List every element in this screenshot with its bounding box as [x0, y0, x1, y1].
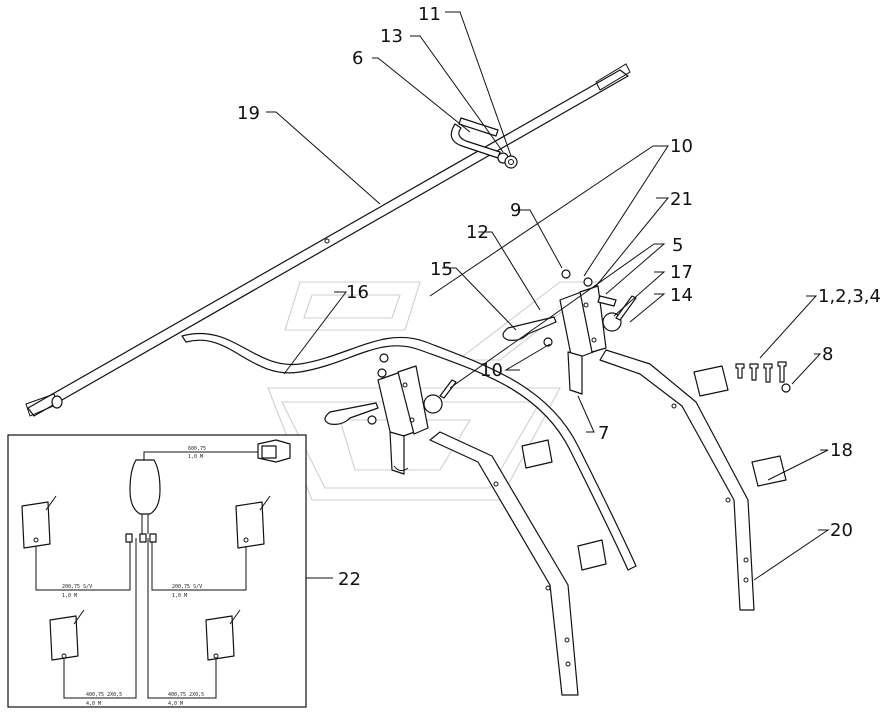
- callout-7: 7: [598, 423, 609, 444]
- cable-w1-spec: 600,75: [188, 446, 206, 452]
- arm-center: [429, 431, 579, 696]
- callout-11: 11: [418, 4, 441, 25]
- callout-10b: 10: [480, 360, 503, 381]
- callout-21: 21: [670, 189, 693, 210]
- cable-w5-length: 4,0 M: [168, 701, 183, 707]
- callout-19: 19: [237, 103, 260, 124]
- callout-18: 18: [830, 440, 853, 461]
- nut-11: [504, 155, 518, 169]
- callout-10a: 10: [670, 136, 693, 157]
- callouts: 11 13 6 19 10 21 9 12 15 5 17 14 16 1,2,…: [237, 4, 881, 590]
- callout-6: 6: [352, 48, 363, 69]
- callout-17: 17: [670, 262, 693, 283]
- callout-22: 22: [338, 569, 361, 590]
- clamp-18: [521, 365, 787, 571]
- arm-20: [599, 349, 755, 611]
- inset-wiring-22: 600,75 1,0 M 200,75 S/V 1,0 M 200,75 S/V…: [7, 434, 307, 708]
- callout-15: 15: [430, 259, 453, 280]
- leader-lines: [266, 11, 830, 581]
- bracket-left: [324, 353, 457, 475]
- callout-5: 5: [672, 235, 683, 256]
- nut-8: [781, 383, 791, 393]
- cable-w4-length: 4,0 M: [86, 701, 101, 707]
- bracket-right: [502, 269, 637, 395]
- callout-14: 14: [670, 285, 693, 306]
- cable-w2-spec: 200,75 S/V: [62, 584, 92, 590]
- cable-w5-spec: 400,75 2X0,5: [168, 692, 204, 698]
- cable-w4-spec: 400,75 2X0,5: [86, 692, 122, 698]
- cable-w3-spec: 200,75 S/V: [172, 584, 202, 590]
- rod-16: [181, 332, 637, 571]
- bolts-1-4: [735, 361, 787, 383]
- callout-13: 13: [380, 26, 403, 47]
- callout-9: 9: [510, 200, 521, 221]
- callout-1234: 1,2,3,4: [818, 286, 881, 307]
- callout-8: 8: [822, 344, 833, 365]
- watermark-logo: [267, 281, 602, 501]
- cable-w3-length: 1,0 M: [172, 593, 187, 599]
- callout-20: 20: [830, 520, 853, 541]
- callout-12: 12: [466, 222, 489, 243]
- callout-16: 16: [346, 282, 369, 303]
- cable-w2-length: 1,0 M: [62, 593, 77, 599]
- cable-w1-length: 1,0 M: [188, 454, 203, 460]
- tube-19: [25, 63, 631, 417]
